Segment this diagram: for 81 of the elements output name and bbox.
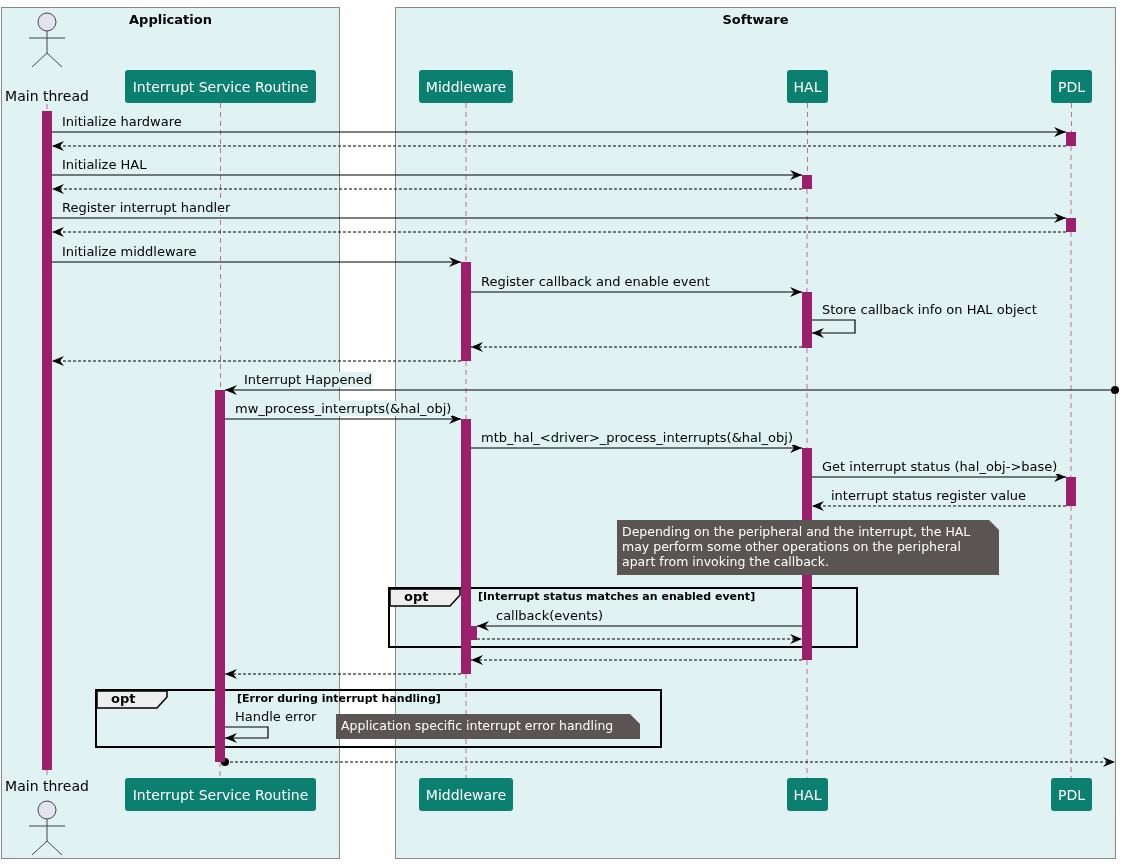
fragment-operator: opt [111,691,136,707]
message-label: Register interrupt handler [61,200,232,215]
lifeline [806,347,808,449]
activation-bar [802,575,812,660]
message-arrow [51,257,462,267]
lifeline [46,103,48,112]
message-arrow [470,443,803,453]
group-title: Application [128,12,213,27]
lifeline [465,102,467,263]
message-arrow [51,184,803,194]
participant-header: HAL [787,70,828,103]
message-arrow [224,414,462,424]
note [617,520,999,575]
lifeline [806,659,808,779]
message-label: mtb_hal_<driver>_process_interrupts(&hal_obj) [480,430,794,445]
participant-header: HAL [787,778,828,811]
lifeline [1071,102,1072,133]
lifeline [465,673,467,715]
message-arrow [51,141,1067,151]
note-text: Depending on the peripheral and the interrupt, the HAL may perform some other operations on the peripheral apart from invoking the callback. [622,524,972,569]
activation-bar [802,292,812,348]
message-label: callback(events) [495,608,605,623]
activation-bar [1066,132,1076,146]
participant-header: Middleware [419,778,513,811]
message-label: Initialize HAL [61,157,148,172]
message-label: Store callback info on HAL object [821,302,1038,317]
fragment-frame [95,689,662,748]
message-label: Interrupt Happened [243,372,374,387]
message-label: mw_process_interrupts(&hal_obj) [234,401,453,416]
message-arrow [51,356,462,366]
fragment-operator: opt [404,589,429,605]
participant-header: Interrupt Service Routine [125,70,316,103]
lifeline [465,738,467,779]
message-arrow [51,127,1067,137]
message-arrow [811,501,1067,511]
message-arrow [224,669,462,679]
actor-label: Main thread [4,778,90,794]
activation-bar [471,626,477,640]
lifeline [806,188,808,293]
message-arrow [224,726,269,743]
message-label: Get interrupt status (hal_obj->base) [821,459,1059,474]
activation-bar [215,390,225,762]
message-label: Initialize hardware [61,114,183,129]
message-arrow [224,385,1120,395]
activation-bar [461,262,471,361]
fragment-frame [388,587,858,648]
activation-bar [802,175,812,189]
message-label: interrupt status register value [830,488,1027,503]
lifeline [219,761,221,779]
group-title: Software [721,12,790,27]
activation-bar [802,448,812,520]
message-arrow [811,472,1067,482]
guard-condition: [Error during interrupt handling] [237,692,441,706]
message-arrow [51,213,1067,223]
activation-bar [1066,477,1076,506]
guard-condition: [Interrupt status matches an enabled event] [478,590,756,604]
note-text: Application specific interrupt error handling [341,718,615,733]
message-arrow [220,757,1116,767]
lifeline [465,360,467,420]
activation-bar [42,111,52,770]
message-arrow [476,634,803,644]
activation-bar [1066,218,1076,232]
lifeline [1070,505,1072,779]
actor-label: Main thread [4,88,90,104]
message-label: Handle error [234,709,318,724]
message-arrow [811,319,856,338]
message-arrow [476,621,803,631]
participant-header: Middleware [419,70,513,103]
participant-header: PDL [1051,778,1092,811]
lifeline [1070,231,1072,478]
note [336,714,640,739]
participant-header: PDL [1051,70,1092,103]
message-arrow [470,342,803,352]
message-arrow [470,655,803,665]
message-arrow [51,227,1067,237]
message-arrow [51,170,803,180]
message-label: Register callback and enable event [480,274,711,289]
message-label: Initialize middleware [61,244,198,259]
participant-header: Interrupt Service Routine [125,778,316,811]
message-arrow [470,287,803,297]
activation-bar [461,419,471,674]
